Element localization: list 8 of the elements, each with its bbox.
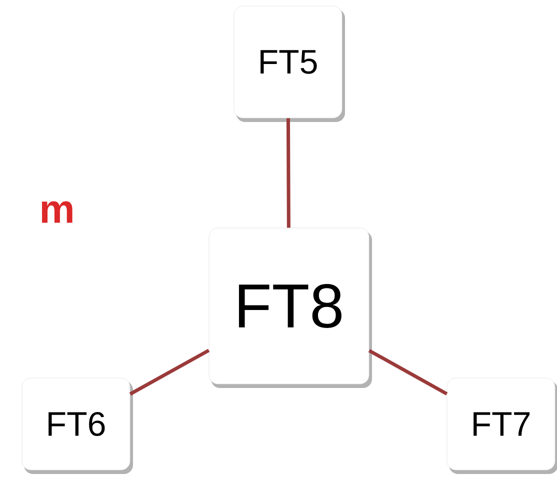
connector-line — [129, 348, 210, 396]
connector-line — [286, 118, 290, 228]
connector-line — [368, 349, 448, 396]
rounded-box: FT6 — [22, 378, 133, 474]
rounded-box: FT5 — [234, 6, 345, 122]
partial-heading: m — [42, 201, 72, 223]
rounded-box: FT7 — [446, 378, 557, 474]
rounded-box: FT8 — [208, 228, 372, 388]
